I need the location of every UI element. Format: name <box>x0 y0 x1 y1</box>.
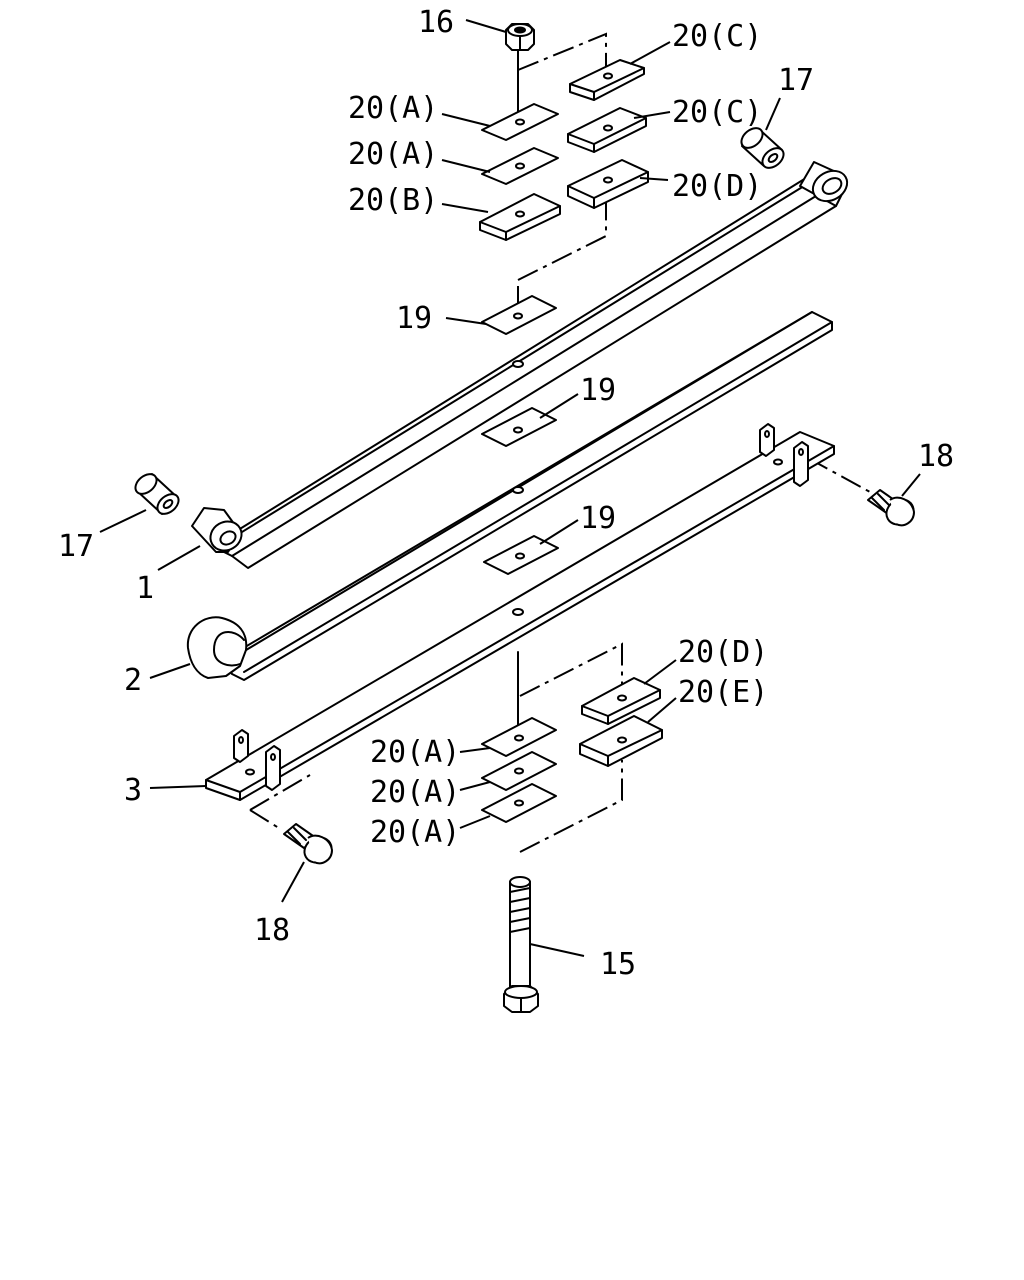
spacer-plates-lower <box>481 651 663 823</box>
label-20a-4: 20(A) <box>370 775 460 810</box>
label-20e: 20(E) <box>678 675 768 710</box>
label-19-low: 19 <box>580 501 616 536</box>
label-2: 2 <box>124 663 142 698</box>
leaf-3 <box>205 423 835 801</box>
label-15: 15 <box>600 947 636 982</box>
label-18-right: 18 <box>918 439 954 474</box>
label-20d-top: 20(D) <box>672 169 762 204</box>
leader-lines <box>99 19 921 957</box>
label-20c-2: 20(C) <box>672 95 762 130</box>
spacer-plates-upper <box>479 59 649 241</box>
label-20c-top: 20(C) <box>672 19 762 54</box>
label-18-left: 18 <box>254 913 290 948</box>
nut-16 <box>505 23 535 123</box>
label-17-left: 17 <box>58 529 94 564</box>
part-labels: 16 20(C) 20(A) 20(C) 17 20(A) 20(B) 20(D… <box>58 5 954 982</box>
leaf-2 <box>186 311 833 681</box>
label-17-right: 17 <box>778 63 814 98</box>
center-bolt-15 <box>503 876 539 1013</box>
label-20a-1: 20(A) <box>348 91 438 126</box>
label-3: 3 <box>124 773 142 808</box>
label-20b: 20(B) <box>348 183 438 218</box>
bushing-17-right <box>740 127 785 169</box>
pads-19 <box>481 295 559 575</box>
label-20a-2: 20(A) <box>348 137 438 172</box>
leaf-1 <box>191 161 849 569</box>
label-1: 1 <box>136 571 154 606</box>
bolt-18-left <box>283 823 333 865</box>
bushing-17-left <box>134 473 180 515</box>
label-19-mid: 19 <box>580 373 616 408</box>
label-20a-5: 20(A) <box>370 815 460 850</box>
label-20a-3: 20(A) <box>370 735 460 770</box>
bolt-18-right <box>867 489 915 527</box>
label-16: 16 <box>418 5 454 40</box>
label-19-top: 19 <box>396 301 432 336</box>
label-20d-bottom: 20(D) <box>678 635 768 670</box>
